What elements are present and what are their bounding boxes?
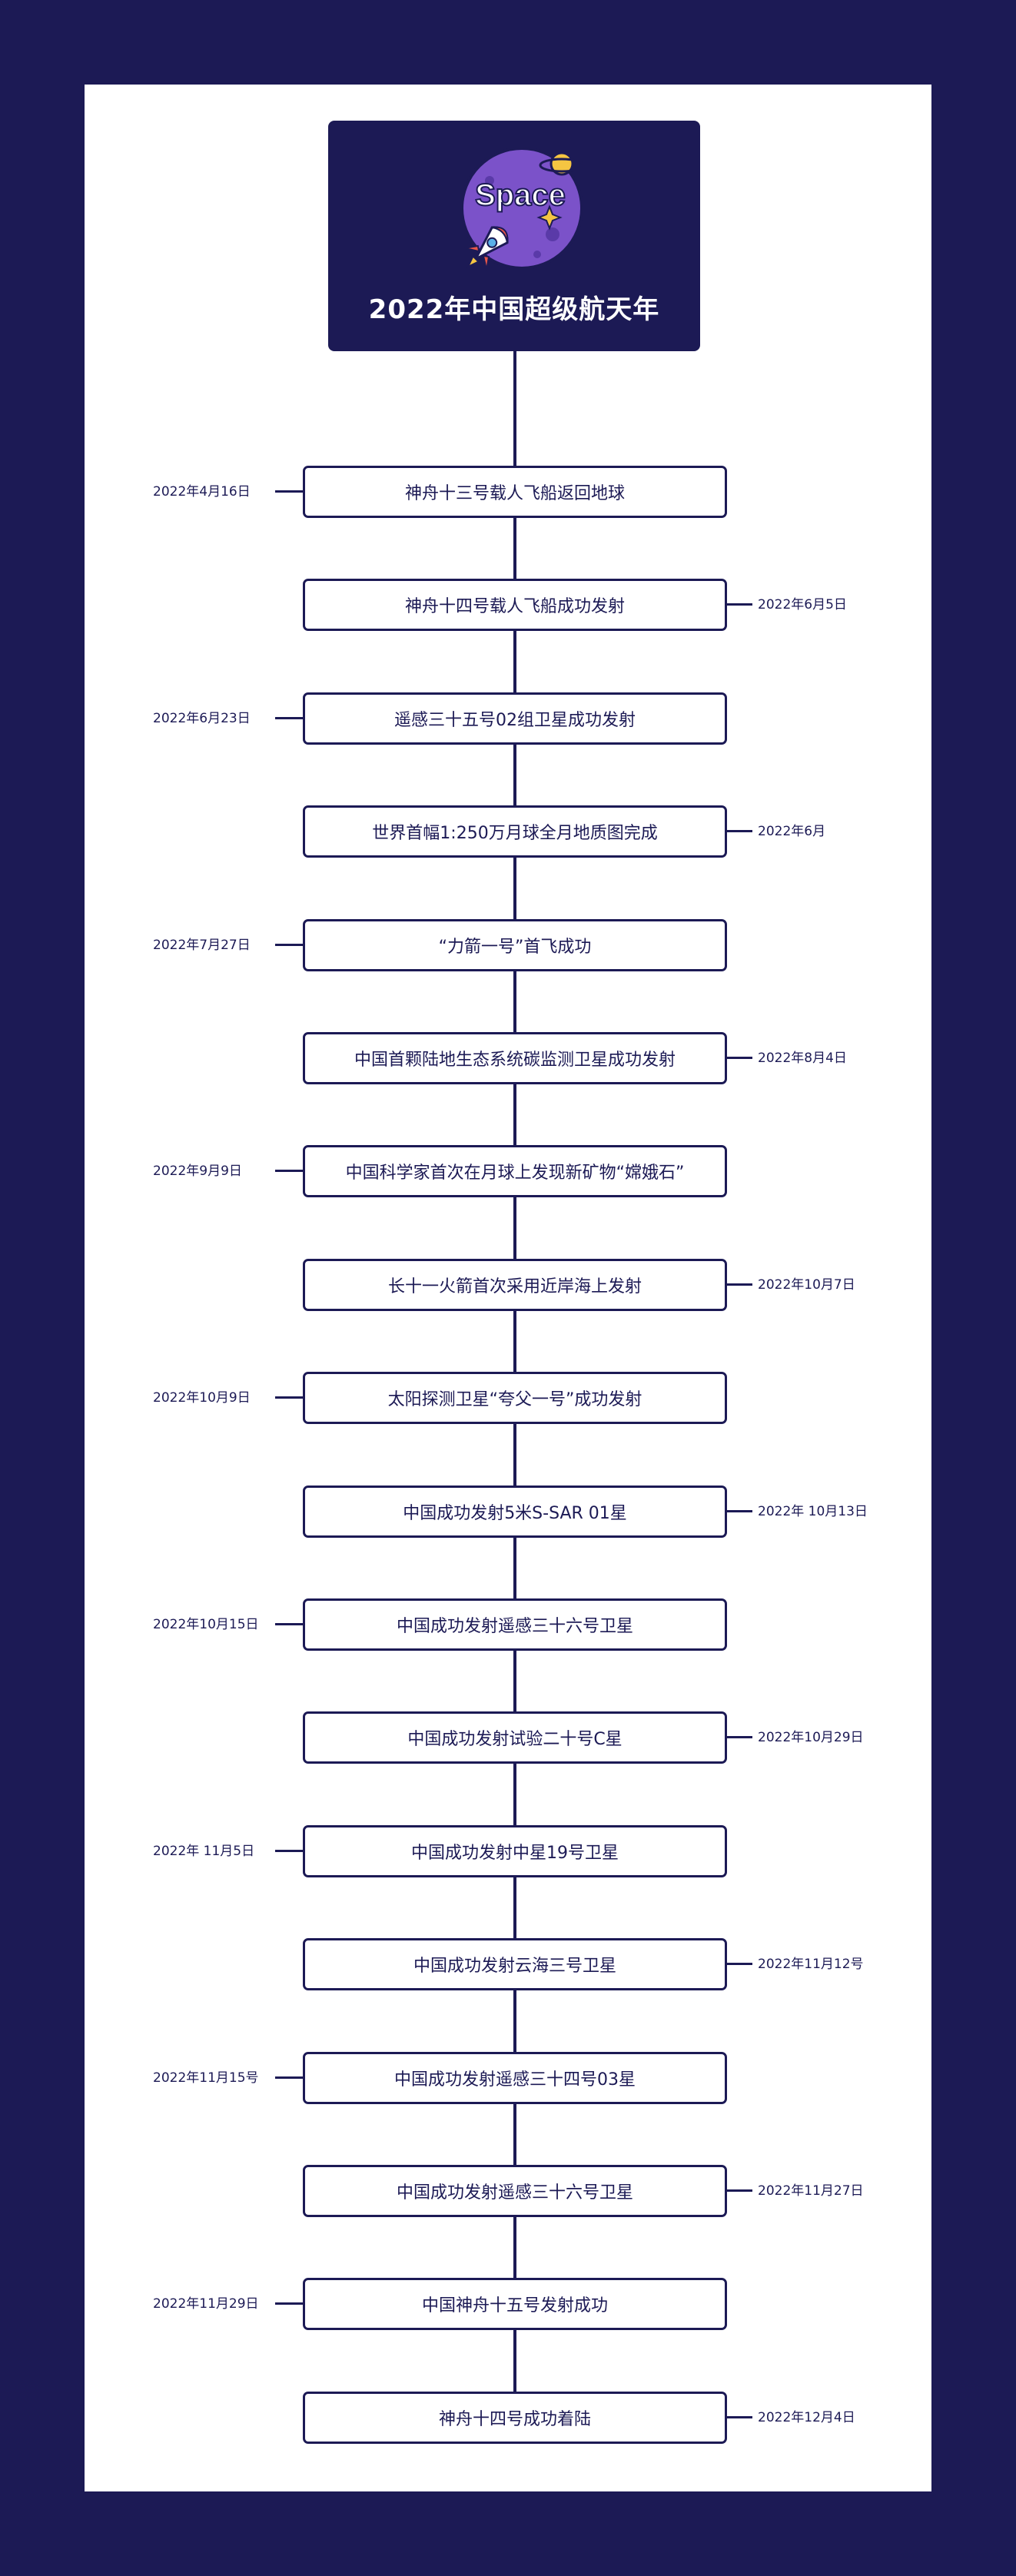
event-title: 神舟十四号成功着陆 [303,2392,727,2444]
event-connector [725,830,752,832]
event-title: 中国成功发射试验二十号C星 [303,1711,727,1764]
event-connector [275,2302,303,2305]
event-date: 2022年10月15日 [153,1614,259,1635]
event-date: 2022年4月16日 [153,481,251,503]
timeline-event: 神舟十三号载人飞船返回地球 2022年4月16日 [0,466,1016,518]
event-date: 2022年6月 [758,821,825,842]
event-connector [275,490,303,493]
event-connector [275,717,303,719]
timeline-event: 中国成功发射云海三号卫星 2022年11月12号 [0,1938,1016,1990]
timeline-event: 神舟十四号载人飞船成功发射 2022年6月5日 [0,579,1016,631]
event-title: “力箭一号”首飞成功 [303,919,727,971]
timeline-event: 中国成功发射试验二十号C星 2022年10月29日 [0,1711,1016,1764]
event-title: 中国成功发射中星19号卫星 [303,1825,727,1877]
event-date: 2022年11月27日 [758,2180,864,2202]
event-connector [725,1736,752,1738]
event-connector [275,2076,303,2079]
page-title: 2022年中国超级航天年 [328,288,700,326]
event-connector [725,603,752,606]
event-title: 中国成功发射云海三号卫星 [303,1938,727,1990]
event-date: 2022年11月12号 [758,1954,864,1975]
timeline-event: 中国成功发射遥感三十四号03星 2022年11月15号 [0,2052,1016,2104]
event-connector [725,1510,752,1512]
event-date: 2022年12月4日 [758,2407,855,2428]
event-connector [725,1057,752,1059]
svg-text:Space: Space [475,178,566,212]
event-title: 遥感三十五号02组卫星成功发射 [303,692,727,745]
event-connector [275,1623,303,1625]
event-connector [725,2189,752,2192]
timeline-event: 中国科学家首次在月球上发现新矿物“嫦娥石” 2022年9月9日 [0,1145,1016,1197]
event-connector [725,2416,752,2418]
event-date: 2022年10月7日 [758,1274,855,1296]
event-title: 神舟十四号载人飞船成功发射 [303,579,727,631]
event-date: 2022年11月29日 [153,2293,259,2315]
event-date: 2022年10月29日 [758,1727,864,1748]
timeline-event: 中国成功发射遥感三十六号卫星 2022年11月27日 [0,2165,1016,2217]
event-date: 2022年6月23日 [153,708,251,729]
event-title: 太阳探测卫星“夸父一号”成功发射 [303,1372,727,1424]
event-title: 中国成功发射遥感三十四号03星 [303,2052,727,2104]
event-connector [725,1283,752,1286]
event-title: 中国科学家首次在月球上发现新矿物“嫦娥石” [303,1145,727,1197]
space-rocket-logo-icon: Space [445,144,591,282]
timeline-event: 世界首幅1:250万月球全月地质图完成 2022年6月 [0,805,1016,858]
event-title: 世界首幅1:250万月球全月地质图完成 [303,805,727,858]
event-connector [275,944,303,946]
event-date: 2022年10月9日 [153,1387,251,1409]
timeline-event: 中国成功发射遥感三十六号卫星 2022年10月15日 [0,1598,1016,1651]
event-date: 2022年11月15号 [153,2067,259,2089]
timeline-event: 遥感三十五号02组卫星成功发射 2022年6月23日 [0,692,1016,745]
event-date: 2022年8月4日 [758,1047,847,1069]
timeline-event: 中国成功发射5米S-SAR 01星 2022年 10月13日 [0,1486,1016,1538]
event-connector [275,1850,303,1852]
event-title: 中国成功发射5米S-SAR 01星 [303,1486,727,1538]
event-date: 2022年 10月13日 [758,1501,868,1522]
timeline-event: “力箭一号”首飞成功 2022年7月27日 [0,919,1016,971]
timeline-event: 中国神舟十五号发射成功 2022年11月29日 [0,2278,1016,2330]
event-date: 2022年6月5日 [758,594,847,616]
event-date: 2022年7月27日 [153,934,251,956]
timeline-event: 中国首颗陆地生态系统碳监测卫星成功发射 2022年8月4日 [0,1032,1016,1084]
event-date: 2022年 11月5日 [153,1841,254,1862]
event-connector [275,1396,303,1399]
event-connector [275,1170,303,1172]
event-title: 神舟十三号载人飞船返回地球 [303,466,727,518]
event-title: 长十一火箭首次采用近岸海上发射 [303,1259,727,1311]
event-date: 2022年9月9日 [153,1160,242,1182]
header-card: Space 2022年中国超级航天年 [328,121,700,351]
event-connector [725,1963,752,1965]
timeline-event: 长十一火箭首次采用近岸海上发射 2022年10月7日 [0,1259,1016,1311]
event-title: 中国成功发射遥感三十六号卫星 [303,2165,727,2217]
event-title: 中国首颗陆地生态系统碳监测卫星成功发射 [303,1032,727,1084]
event-title: 中国成功发射遥感三十六号卫星 [303,1598,727,1651]
timeline-event: 神舟十四号成功着陆 2022年12月4日 [0,2392,1016,2444]
timeline-event: 太阳探测卫星“夸父一号”成功发射 2022年10月9日 [0,1372,1016,1424]
timeline-event: 中国成功发射中星19号卫星 2022年 11月5日 [0,1825,1016,1877]
event-title: 中国神舟十五号发射成功 [303,2278,727,2330]
